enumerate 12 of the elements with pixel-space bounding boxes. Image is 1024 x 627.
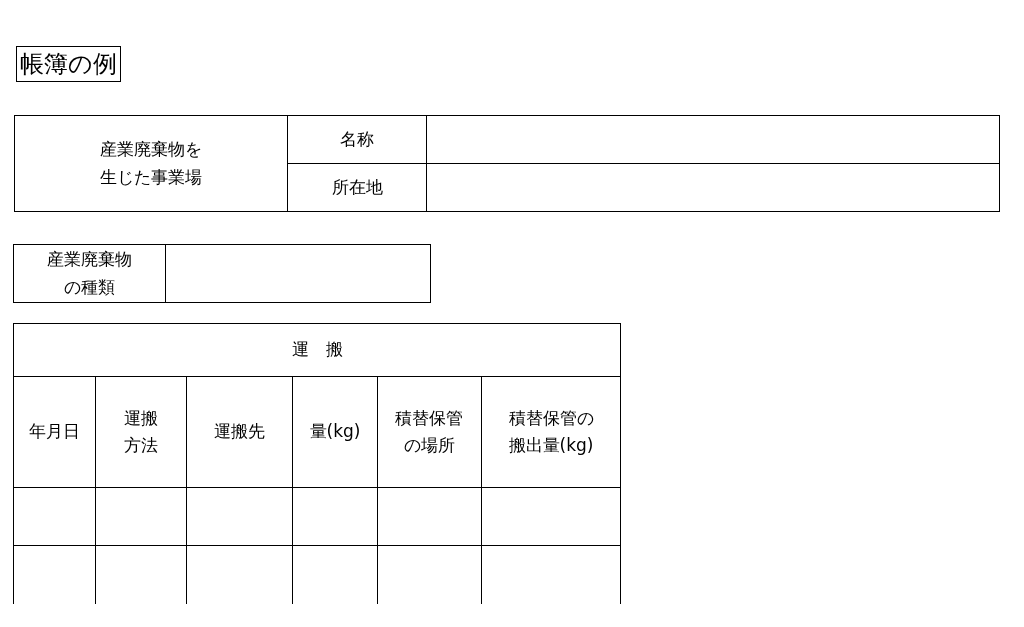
table-title: 運 搬 bbox=[291, 338, 343, 362]
row-header: 名称 bbox=[340, 127, 374, 151]
column-header: 年月日 bbox=[29, 420, 80, 444]
column-header: 運搬先 bbox=[214, 420, 265, 444]
title: 帳簿の例 bbox=[16, 46, 121, 82]
column-header: 量(kg) bbox=[309, 420, 361, 444]
row-header: 産業廃棄物を生じた事業場 bbox=[99, 138, 203, 189]
column-header: 積替保管の搬出量(kg) bbox=[507, 406, 595, 457]
row-header: 所在地 bbox=[331, 175, 383, 199]
column-header: 積替保管の場所 bbox=[394, 406, 465, 457]
column-header: 運搬方法 bbox=[123, 406, 159, 457]
row-header: 産業廃棄物の種類 bbox=[46, 248, 133, 299]
